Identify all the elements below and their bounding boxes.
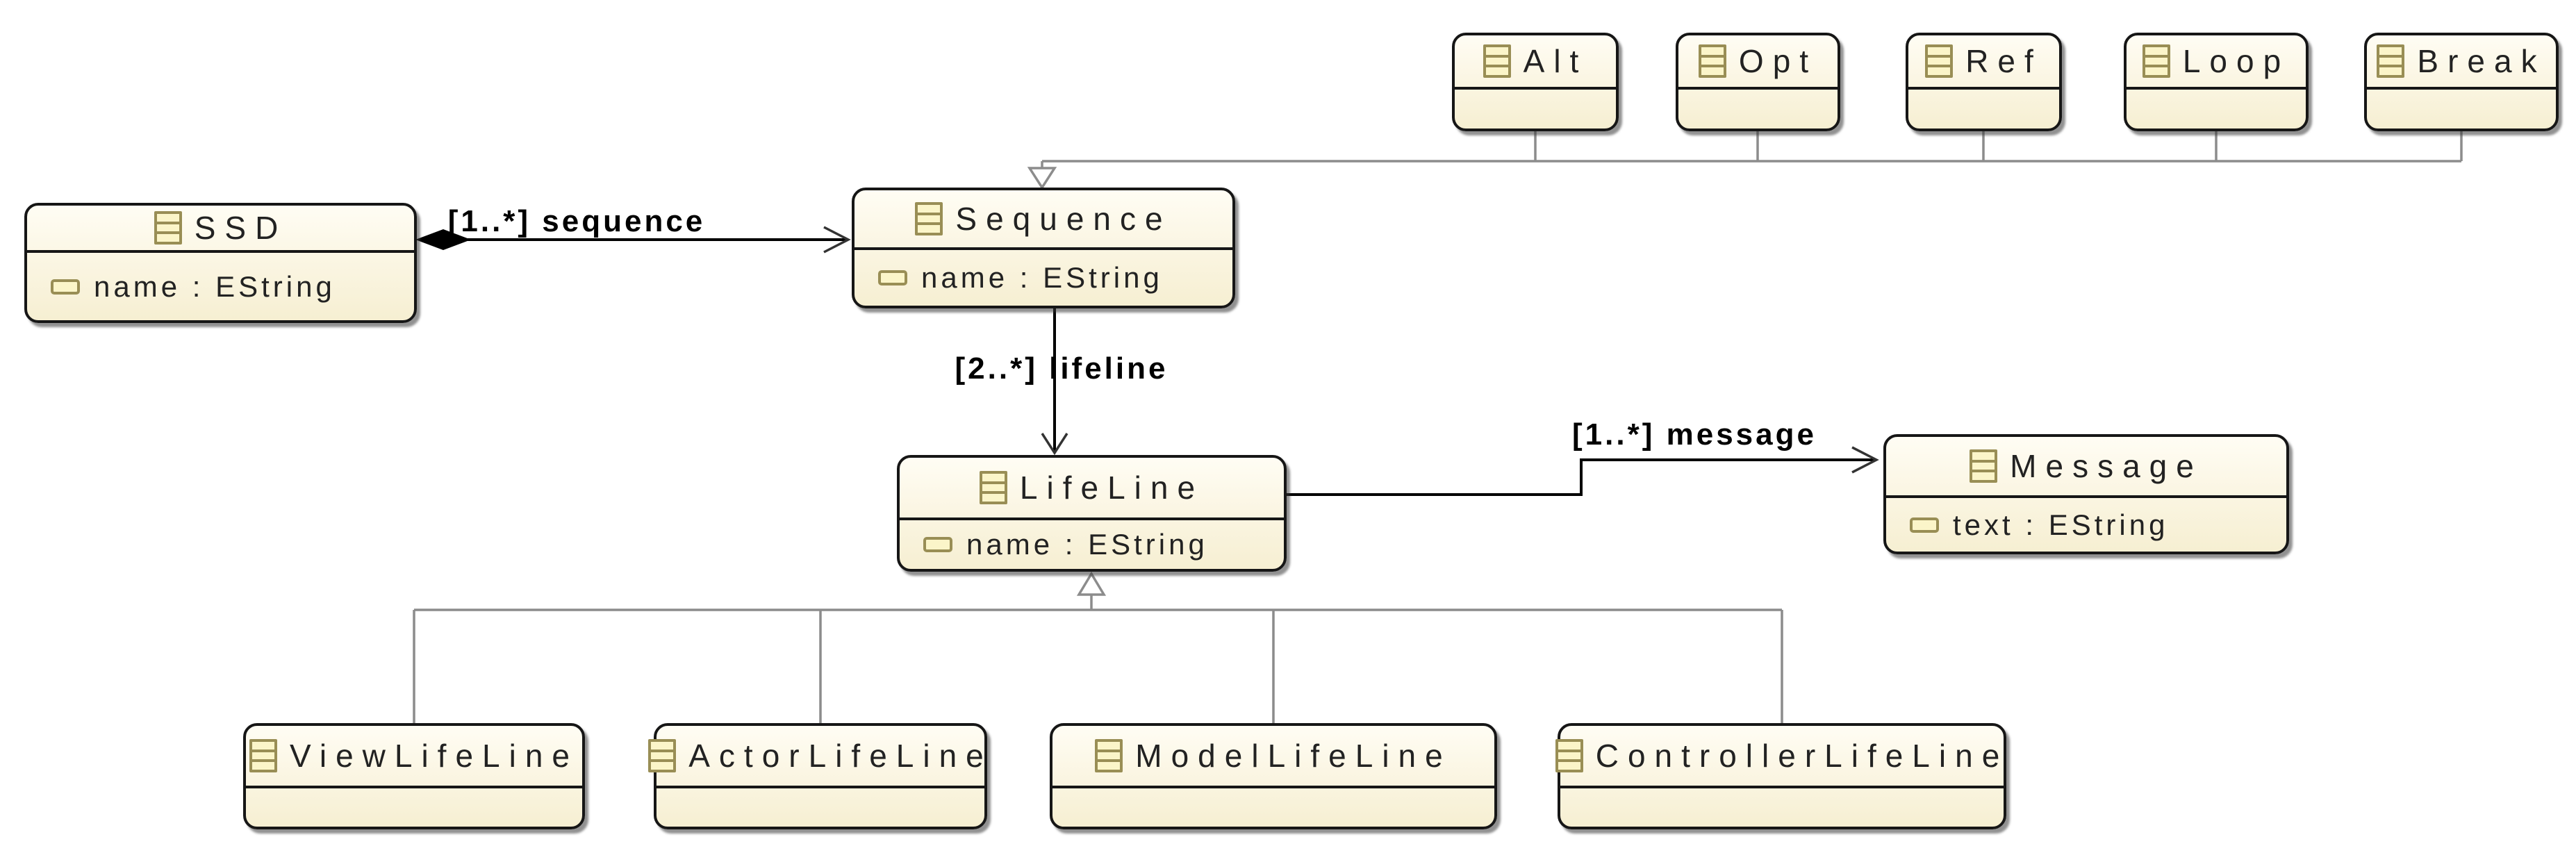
eclass-icon [2142, 44, 2170, 78]
edge-label-message[interactable]: [1..*] message [1572, 417, 1817, 452]
class-name: Loop [2182, 43, 2290, 79]
attributes-compartment [2127, 87, 2306, 129]
eclass-icon [249, 739, 277, 772]
edge-lifeline-message[interactable] [1287, 446, 1879, 496]
attributes-compartment [1052, 786, 1494, 827]
containment-diamond [415, 229, 471, 250]
attributes-compartment [246, 786, 582, 827]
attributes-compartment [1678, 87, 1838, 129]
class-box-alt[interactable]: Alt [1452, 33, 1619, 131]
class-header: Alt [1455, 35, 1616, 87]
class-box-loop[interactable]: Loop [2124, 33, 2309, 131]
edge-sequence-lifeline[interactable] [1041, 308, 1068, 456]
attributes-compartment [657, 786, 984, 827]
eclass-icon [2377, 44, 2405, 78]
class-header: Message [1886, 437, 2286, 495]
class-header: ControllerLifeLine [1555, 726, 2004, 786]
open-arrowhead [823, 226, 851, 254]
class-box-viewlifeline[interactable]: ViewLifeLine [243, 723, 585, 829]
attribute-row[interactable]: text : EString [1910, 508, 2279, 542]
eclass-icon [1925, 44, 1954, 78]
class-name: LifeLine [1019, 470, 1205, 506]
open-arrowhead [1041, 433, 1068, 456]
class-box-opt[interactable]: Opt [1676, 33, 1840, 131]
class-header: Break [2367, 35, 2556, 87]
class-name: Opt [1738, 43, 1818, 79]
class-box-lifeline[interactable]: LifeLine name : EString [897, 455, 1287, 572]
attributes-compartment [1560, 786, 2004, 827]
class-box-message[interactable]: Message text : EString [1883, 434, 2289, 554]
attributes-compartment: name : EString [854, 247, 1232, 306]
class-name: ControllerLifeLine [1595, 738, 2009, 774]
attributes-compartment [1455, 87, 1616, 129]
open-arrowhead [1851, 446, 1879, 474]
class-name: ActorLifeLine [688, 738, 993, 774]
class-name: ModelLifeLine [1135, 738, 1452, 774]
subclass-stubs[interactable] [413, 610, 1783, 723]
edge-generalization-top[interactable] [1027, 131, 2463, 190]
edge-line[interactable] [1287, 458, 1876, 496]
class-box-controllerlifeline[interactable]: ControllerLifeLine [1555, 723, 2006, 829]
attribute-row[interactable]: name : EString [878, 261, 1225, 295]
class-box-break[interactable]: Break [2364, 33, 2559, 131]
edge-ssd-sequence[interactable] [415, 226, 851, 254]
attribute-row[interactable]: name : EString [923, 528, 1277, 561]
class-header: Loop [2127, 35, 2306, 87]
eattribute-icon [923, 537, 952, 552]
class-box-ssd[interactable]: SSD name : EString [24, 203, 417, 323]
class-header: Opt [1678, 35, 1838, 87]
class-header: Sequence [854, 190, 1232, 247]
attribute-text: text : EString [1953, 508, 2169, 541]
class-header: Ref [1908, 35, 2059, 87]
subclass-stubs[interactable] [1534, 131, 2463, 161]
attributes-compartment: name : EString [27, 250, 414, 320]
eclass-icon [1970, 449, 1998, 483]
class-name: Alt [1523, 43, 1588, 79]
eclass-icon [648, 739, 677, 772]
class-name: Message [2010, 448, 2203, 484]
class-name: SSD [194, 210, 288, 246]
attributes-compartment [1908, 87, 2059, 129]
eclass-icon [915, 202, 943, 235]
edge-generalization-bottom[interactable] [413, 571, 1783, 723]
eattribute-icon [1910, 517, 1939, 533]
class-header: ViewLifeLine [246, 726, 582, 786]
eclass-icon [1483, 44, 1511, 78]
class-header: ModelLifeLine [1052, 726, 1494, 786]
attribute-row[interactable]: name : EString [51, 270, 407, 304]
class-header: SSD [27, 206, 414, 250]
class-header: ActorLifeLine [648, 726, 984, 786]
eclass-icon [1555, 739, 1583, 772]
class-name: Sequence [955, 201, 1172, 237]
class-header: LifeLine [900, 458, 1284, 517]
attributes-compartment [2367, 87, 2556, 129]
class-name: Ref [1965, 43, 2042, 79]
generalization-triangle [1027, 167, 1057, 190]
class-box-modellifeline[interactable]: ModelLifeLine [1050, 723, 1497, 829]
generalization-triangle [1076, 571, 1107, 596]
edge-label-sequence[interactable]: [1..*] sequence [447, 204, 706, 238]
class-name: ViewLifeLine [290, 738, 579, 774]
eclass-icon [1095, 739, 1123, 772]
eclass-icon [1698, 44, 1726, 78]
class-box-ref[interactable]: Ref [1906, 33, 2062, 131]
attribute-text: name : EString [966, 528, 1208, 561]
class-name: Break [2417, 43, 2546, 79]
class-box-actorlifeline[interactable]: ActorLifeLine [648, 723, 987, 829]
class-box-sequence[interactable]: Sequence name : EString [852, 188, 1235, 308]
eclass-icon [979, 471, 1007, 504]
attribute-text: name : EString [94, 270, 336, 303]
edge-label-lifeline[interactable]: [2..*] lifeline [955, 351, 1169, 386]
eclass-icon [154, 211, 182, 245]
eattribute-icon [878, 270, 907, 285]
eattribute-icon [51, 279, 80, 295]
attributes-compartment: text : EString [1886, 495, 2286, 552]
attribute-text: name : EString [921, 261, 1163, 294]
attributes-compartment: name : EString [900, 517, 1284, 569]
